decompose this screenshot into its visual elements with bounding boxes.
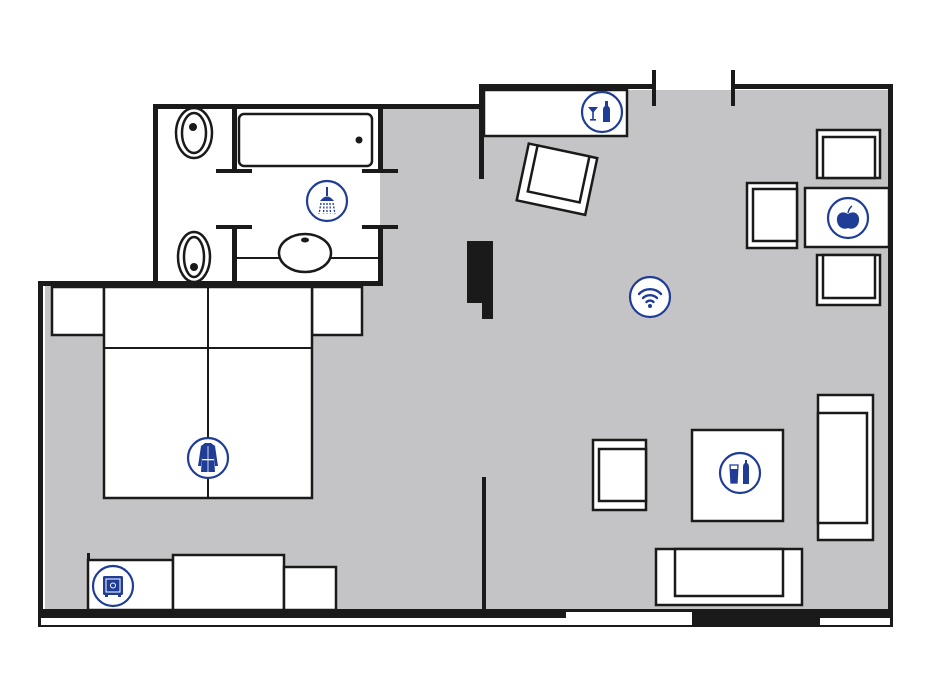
wifi-icon — [628, 275, 672, 319]
outside-area-left — [0, 0, 157, 284]
window-opening — [566, 612, 692, 625]
dining-chair — [815, 253, 882, 307]
walls — [38, 70, 893, 627]
bathrobe-icon — [186, 436, 230, 480]
safe-icon — [91, 564, 135, 608]
water-drinks-icon — [718, 451, 762, 495]
sofa-bottom — [654, 547, 804, 607]
sink-vanity — [237, 232, 378, 274]
bathtub — [237, 112, 374, 168]
column — [467, 241, 493, 319]
toilet-bottom — [176, 230, 212, 284]
lounge-armchair — [591, 438, 648, 512]
minibar-icon — [580, 90, 624, 134]
shower-icon — [305, 179, 349, 223]
sofa-right — [816, 393, 875, 542]
fruit-apple-icon — [826, 196, 870, 240]
dining-chair — [815, 128, 882, 180]
armchair-rotated — [515, 142, 599, 217]
toilet-top — [174, 106, 214, 160]
dining-chair — [745, 181, 799, 250]
